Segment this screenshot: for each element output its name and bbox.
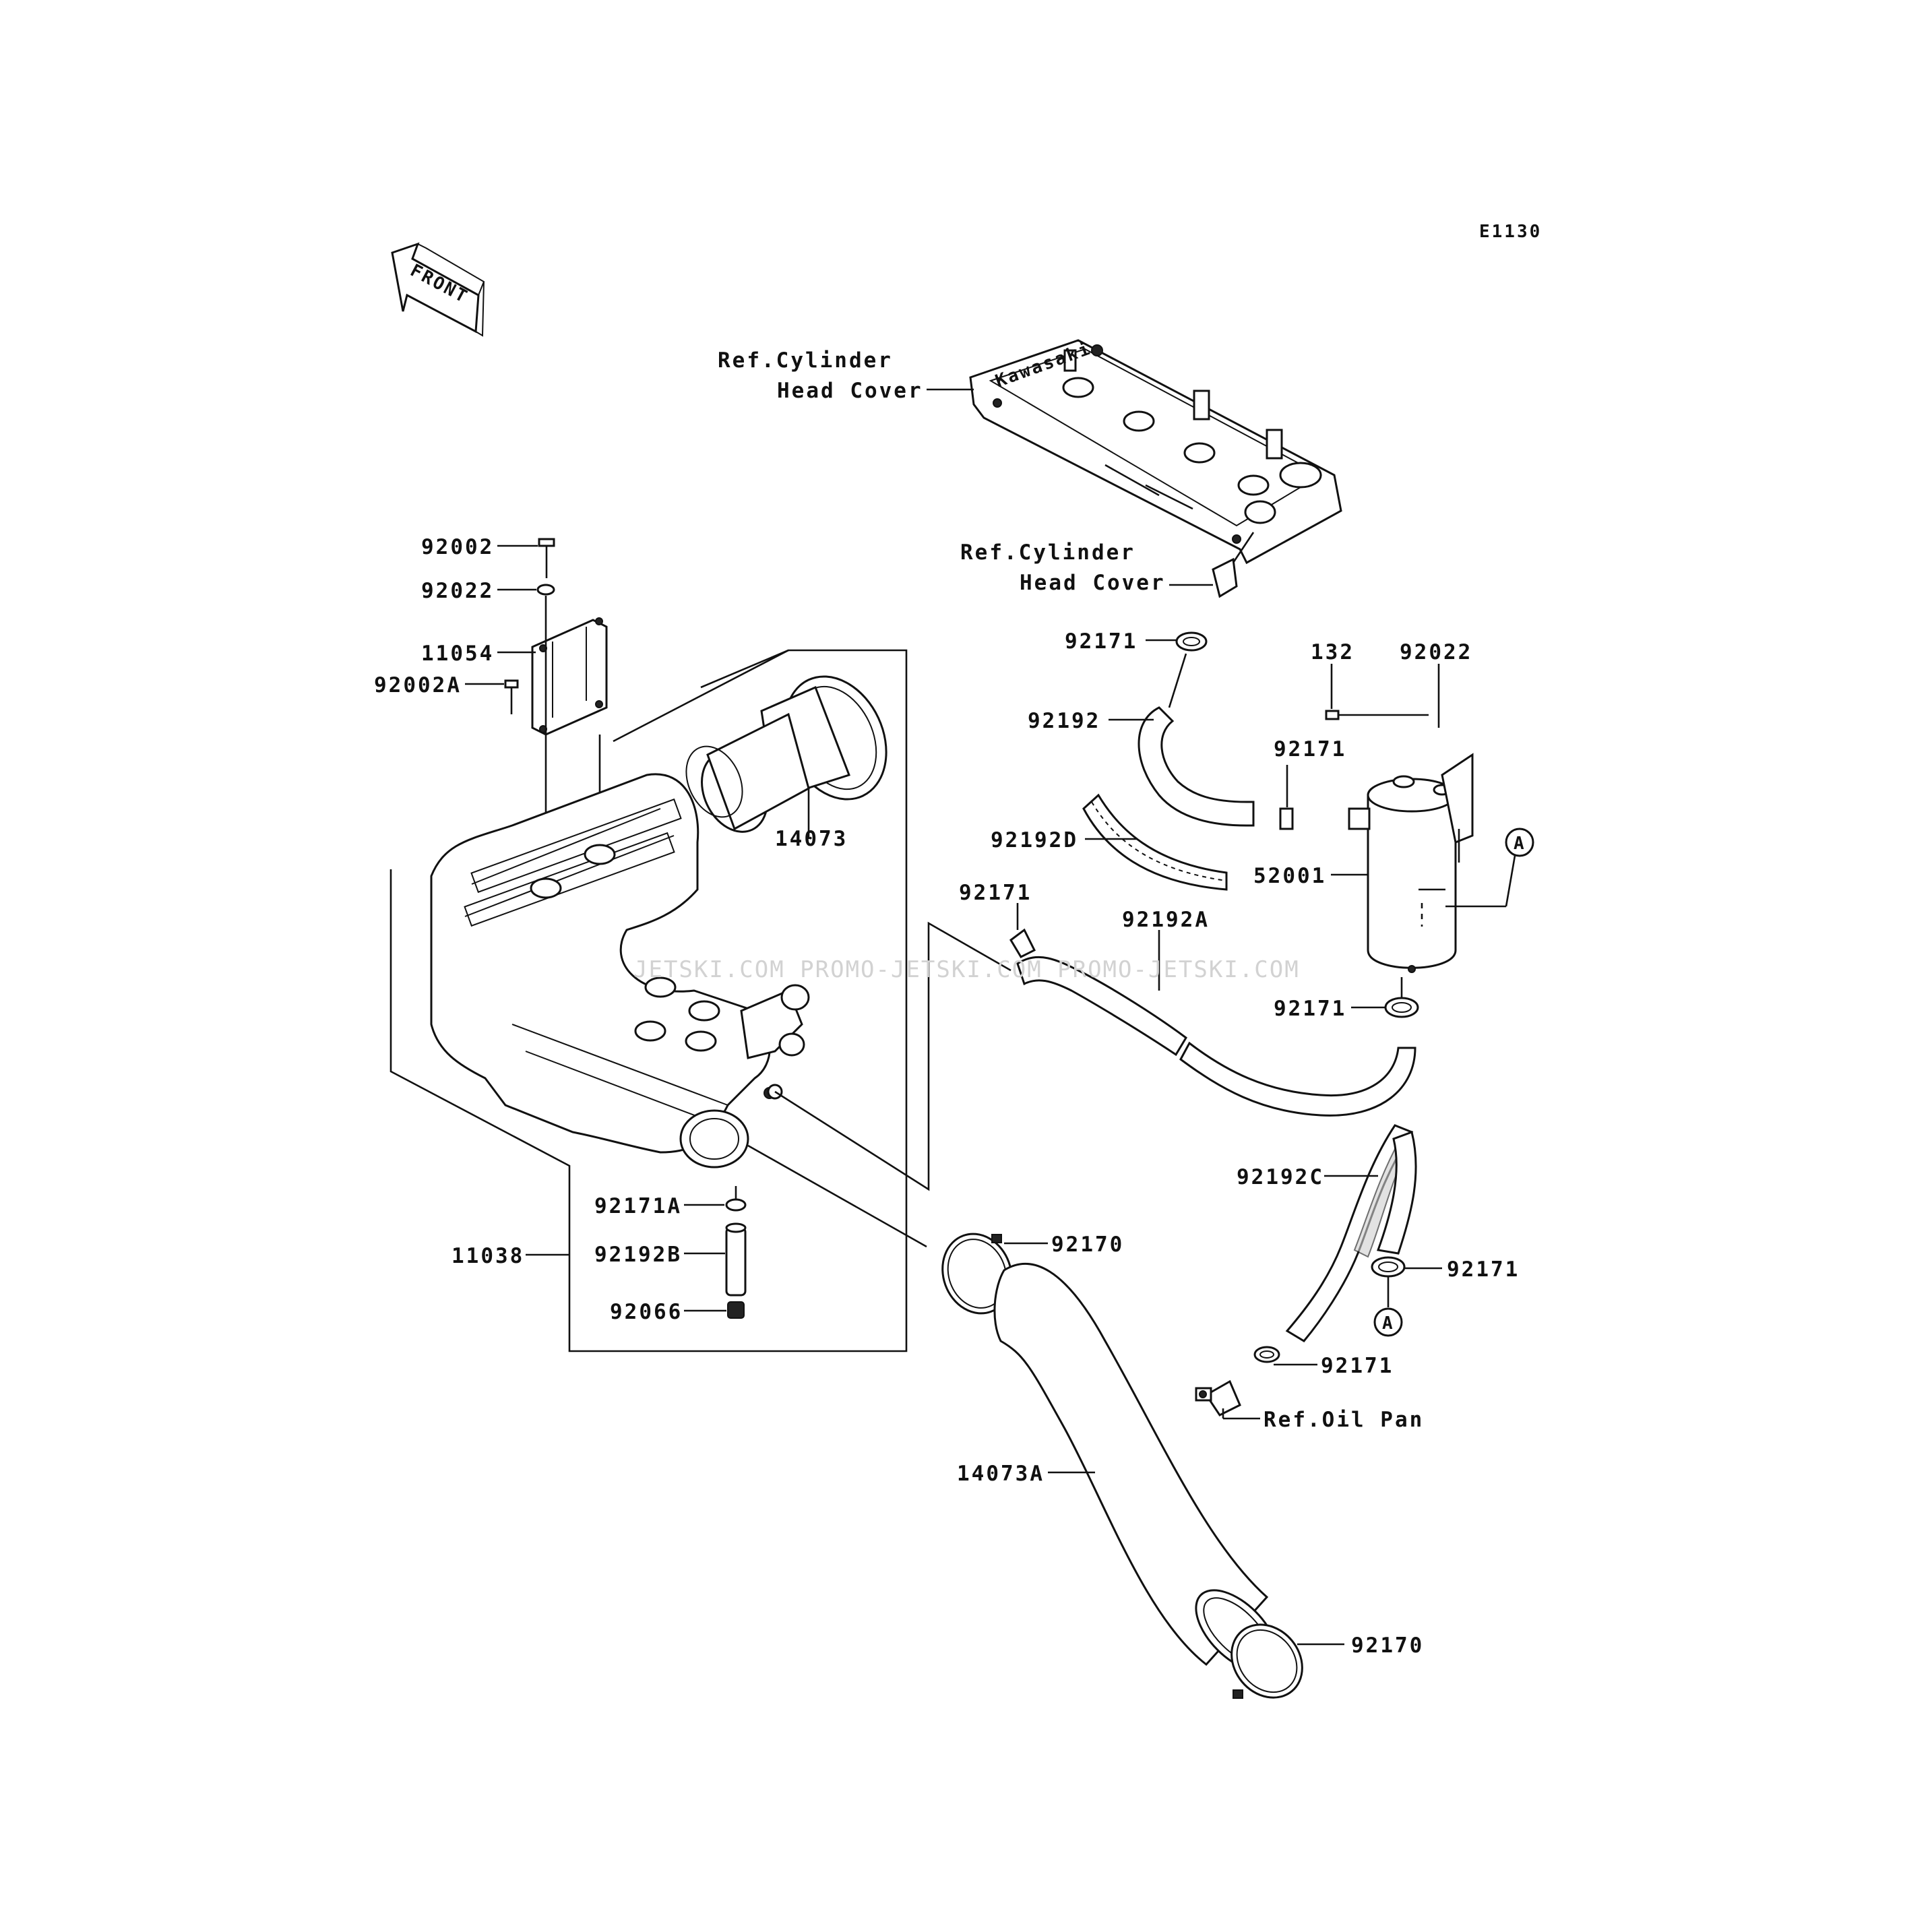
reference-marker-A-2: A — [1373, 1307, 1403, 1337]
label-92192D: 92192D — [991, 828, 1078, 852]
clamp-92171-e — [1371, 1256, 1406, 1278]
cylinder-head-cover: Kawasaki — [969, 338, 1342, 565]
label-11038: 11038 — [451, 1244, 524, 1268]
assembly-outline-11038 — [389, 649, 908, 1352]
label-132: 132 — [1311, 640, 1354, 664]
clamp-92170-bottom — [1230, 1623, 1303, 1699]
label-92171-f: 92171 — [1321, 1354, 1394, 1378]
label-92171A: 92171A — [594, 1194, 682, 1218]
intake-duct-14073 — [685, 675, 887, 833]
label-92192B: 92192B — [594, 1243, 682, 1267]
ref-A-1-label: A — [1514, 834, 1526, 854]
label-92022-right: 92022 — [1400, 640, 1472, 664]
oil-pan-fitting — [1195, 1379, 1241, 1416]
ref-cylinder-head-cover-label-1b: Head Cover — [777, 379, 923, 403]
label-14073A: 14073A — [957, 1462, 1045, 1486]
label-92171-b: 92171 — [1274, 737, 1346, 761]
label-92171-d: 92171 — [1274, 997, 1346, 1021]
hose-92192A — [1016, 956, 1416, 1117]
clamp-92171-c — [1009, 928, 1036, 958]
ref-cylinder-head-cover-label-2a: Ref.Cylinder — [960, 540, 1135, 565]
clamp-92171-f — [1253, 1346, 1280, 1363]
clamp-92171-b — [1279, 807, 1294, 830]
bolt-92002A — [504, 679, 519, 714]
label-14073: 14073 — [775, 827, 848, 851]
hose-92192 — [1138, 706, 1255, 827]
label-92192A: 92192A — [1122, 908, 1210, 932]
label-92002: 92002 — [421, 535, 494, 559]
ref-cylinder-head-cover-label-2b: Head Cover — [1020, 571, 1166, 595]
label-92066: 92066 — [610, 1300, 683, 1324]
label-92002A: 92002A — [374, 673, 462, 697]
label-92170-bottom: 92170 — [1351, 1633, 1424, 1658]
clamp-92171-d — [1384, 997, 1419, 1018]
ref-A-2-label: A — [1382, 1313, 1395, 1334]
front-arrow-icon: FRONT — [391, 242, 485, 337]
breather-fitting — [1212, 532, 1255, 598]
watermark: JETSKI.COM PROMO-JETSKI.COM PROMO-JETSKI… — [633, 956, 1300, 983]
bracket-11054 — [531, 617, 608, 736]
clamp-92170-top — [941, 1233, 1013, 1315]
label-92022-left: 92022 — [421, 579, 494, 603]
label-92192: 92192 — [1028, 709, 1100, 733]
label-92171-e: 92171 — [1447, 1257, 1520, 1282]
label-92192C: 92192C — [1237, 1165, 1324, 1189]
hose-92192C — [1285, 1124, 1417, 1342]
intake-air-box-11038 — [430, 773, 810, 1168]
label-11054: 11054 — [421, 642, 494, 666]
clamp-92171-a — [1175, 631, 1208, 652]
separator-tank-52001 — [1348, 753, 1474, 973]
label-92171-c: 92171 — [959, 881, 1032, 905]
hose-92192B — [725, 1222, 747, 1297]
cap-92066 — [727, 1301, 745, 1319]
label-52001: 52001 — [1253, 864, 1326, 888]
bolt-92002 — [538, 538, 555, 578]
label-92171-a: 92171 — [1065, 629, 1138, 654]
label-92170-top: 92170 — [1051, 1233, 1124, 1257]
clamp-92171A — [725, 1186, 747, 1212]
diagram-code: E1130 — [1479, 222, 1542, 242]
ref-oil-pan-label: Ref.Oil Pan — [1264, 1408, 1424, 1432]
ref-cylinder-head-cover-label-1a: Ref.Cylinder — [718, 348, 893, 373]
reference-marker-A-1: A — [1505, 828, 1534, 857]
bolt-132 — [1325, 710, 1429, 720]
washer-92022-left — [536, 584, 555, 596]
